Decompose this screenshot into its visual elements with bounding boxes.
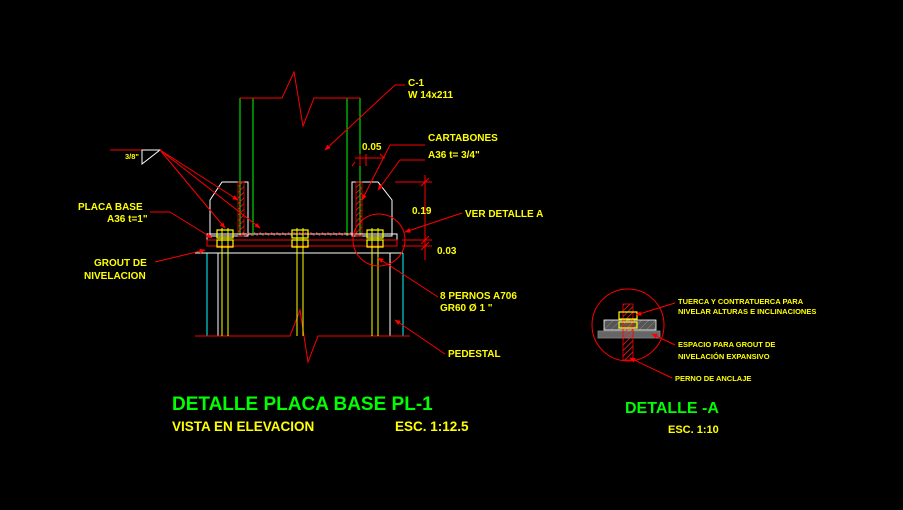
pedestal-leader [394, 319, 446, 355]
gusset-spec-label: A36 t= 3/4" [428, 150, 480, 161]
see-detail-leader [404, 212, 463, 233]
bolts-label-line1: 8 PERNOS A706 [440, 291, 517, 302]
weld-size-label: 3/8" [125, 152, 139, 161]
dimension-lower-label: 0.03 [437, 246, 457, 257]
view-subtitle: VISTA EN ELEVACION [172, 419, 314, 434]
grout-leader [154, 248, 206, 263]
base-plate-spec-label: A36 t=1" [107, 214, 148, 225]
detail-a-view: TUERCA Y CONTRATUERCA PARA NIVELAR ALTUR… [591, 288, 816, 436]
column-section-label: W 14x211 [408, 90, 453, 101]
elevation-view: C-1 W 14x211 CARTABONES A36 t= 3/4" 0.05… [78, 70, 543, 364]
detail-a-note1-line2: NIVELAR ALTURAS E INCLINACIONES [678, 307, 816, 316]
anchor-bolt-right [366, 228, 384, 336]
main-scale: ESC. 1:12.5 [395, 419, 469, 434]
main-title-block: DETALLE PLACA BASE PL-1 VISTA EN ELEVACI… [172, 394, 469, 434]
detail-a-circle [591, 288, 665, 362]
pedestal-label: PEDESTAL [448, 349, 501, 360]
gusset-left [209, 181, 249, 237]
weld-symbol [110, 149, 261, 229]
pedestal [195, 252, 410, 364]
gusset-title-label: CARTABONES [428, 133, 498, 144]
base-plate-title-label: PLACA BASE [78, 202, 143, 213]
grout-label-line1: GROUT DE [94, 258, 147, 269]
gusset-gap-label: 0.05 [362, 142, 382, 153]
detail-a-note1-line1: TUERCA Y CONTRATUERCA PARA [678, 297, 804, 306]
see-detail-label: VER DETALLE A [465, 209, 543, 220]
detail-a-scale: ESC. 1:10 [668, 424, 719, 436]
bolts-label-line2: GR60 Ø 1 " [440, 303, 493, 314]
column-leader [324, 84, 396, 151]
detail-a-title: DETALLE -A [625, 400, 719, 417]
base-plate [206, 232, 398, 247]
column-label: C-1 [408, 78, 425, 89]
anchor-bolt-center [291, 228, 309, 336]
anchor-bolt-left [216, 228, 234, 336]
bolts-leader [377, 257, 439, 298]
detail-a-note3: PERNO DE ANCLAJE [675, 374, 751, 383]
gusset-right [351, 181, 393, 237]
gap-dimension [351, 153, 385, 167]
grout-label-line2: NIVELACION [84, 271, 146, 282]
dimension-upper-label: 0.19 [412, 206, 432, 217]
detail-a-note2-line2: NIVELACIÓN EXPANSIVO [678, 352, 770, 361]
height-dimensions [395, 175, 432, 260]
detail-a-note2-line1: ESPACIO PARA GROUT DE [678, 340, 775, 349]
column-c1 [239, 70, 361, 236]
main-title: DETALLE PLACA BASE PL-1 [172, 394, 433, 415]
